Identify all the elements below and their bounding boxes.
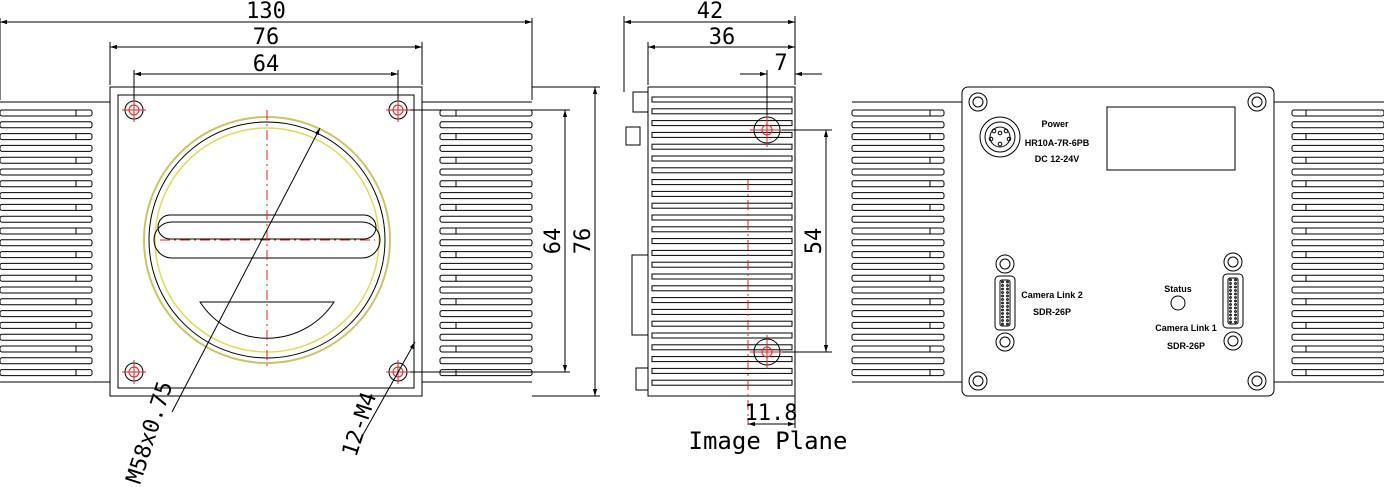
side-view (623, 16, 832, 428)
side-body-outline (647, 86, 796, 397)
front-mount-hole-tr (386, 98, 410, 122)
front-right-fins (439, 109, 533, 377)
back-right-fins (1291, 109, 1384, 377)
dim-text-36: 36 (709, 25, 736, 50)
camera-link-1-connector (1222, 252, 1244, 351)
front-body-inner (117, 94, 415, 389)
lens-slot-bottom (199, 301, 335, 339)
back-screw-bl (968, 371, 988, 391)
camera-link-2-connector (994, 254, 1016, 352)
back-screw-br (1247, 371, 1267, 391)
back-view (851, 86, 1384, 397)
side-front-flange (632, 91, 649, 113)
front-body-outline (109, 86, 423, 397)
dim-text-64-horizontal: 64 (253, 52, 280, 77)
front-mount-hole-tl (122, 98, 146, 122)
camera-link-2-title: Camera Link 2 (1021, 290, 1083, 300)
power-voltage-label: DC 12-24V (1035, 154, 1080, 164)
dim-text-64-vertical: 64 (541, 228, 566, 255)
image-plane-label: Image Plane (689, 427, 848, 455)
lens-slot-mid (153, 221, 381, 259)
dim-text-7: 7 (774, 51, 787, 76)
back-screw-tl (968, 92, 988, 112)
side-hole-top (750, 113, 784, 147)
camera-link-1-connector-label: SDR-26P (1167, 341, 1205, 351)
dim-text-130: 130 (246, 0, 286, 24)
leader-mount-holes (359, 341, 416, 441)
back-screw-tr (1247, 92, 1267, 112)
status-led (1170, 295, 1186, 311)
power-title: Power (1041, 119, 1069, 129)
front-mount-hole-bl (122, 360, 146, 384)
dim-text-mount-holes: 12-M4 (338, 389, 382, 460)
leader-mount-thread (171, 127, 321, 413)
front-view (0, 18, 600, 441)
dim-text-76-vertical: 76 (571, 228, 596, 255)
lens-slot-top (157, 214, 377, 240)
dim-text-54: 54 (802, 228, 827, 255)
camera-link-2-connector-label: SDR-26P (1033, 307, 1071, 317)
back-panel-outline (961, 86, 1275, 397)
side-connector-block (631, 254, 649, 336)
status-label: Status (1164, 284, 1192, 294)
camera-link-1-title: Camera Link 1 (1155, 323, 1217, 333)
dim-text-76-horizontal: 76 (253, 25, 280, 50)
front-left-fins (0, 109, 93, 377)
dim-text-42: 42 (697, 0, 724, 24)
power-connector (979, 116, 1021, 158)
power-connector-label: HR10A-7R-6PB (1025, 138, 1090, 148)
side-hole-bottom (750, 335, 784, 369)
back-label-window (1106, 106, 1236, 171)
back-left-fins (851, 109, 945, 377)
side-fins (651, 96, 793, 386)
dim-text-11-8: 11.8 (745, 401, 798, 426)
dim-text-mount-thread: M58x0.75 (122, 378, 179, 487)
